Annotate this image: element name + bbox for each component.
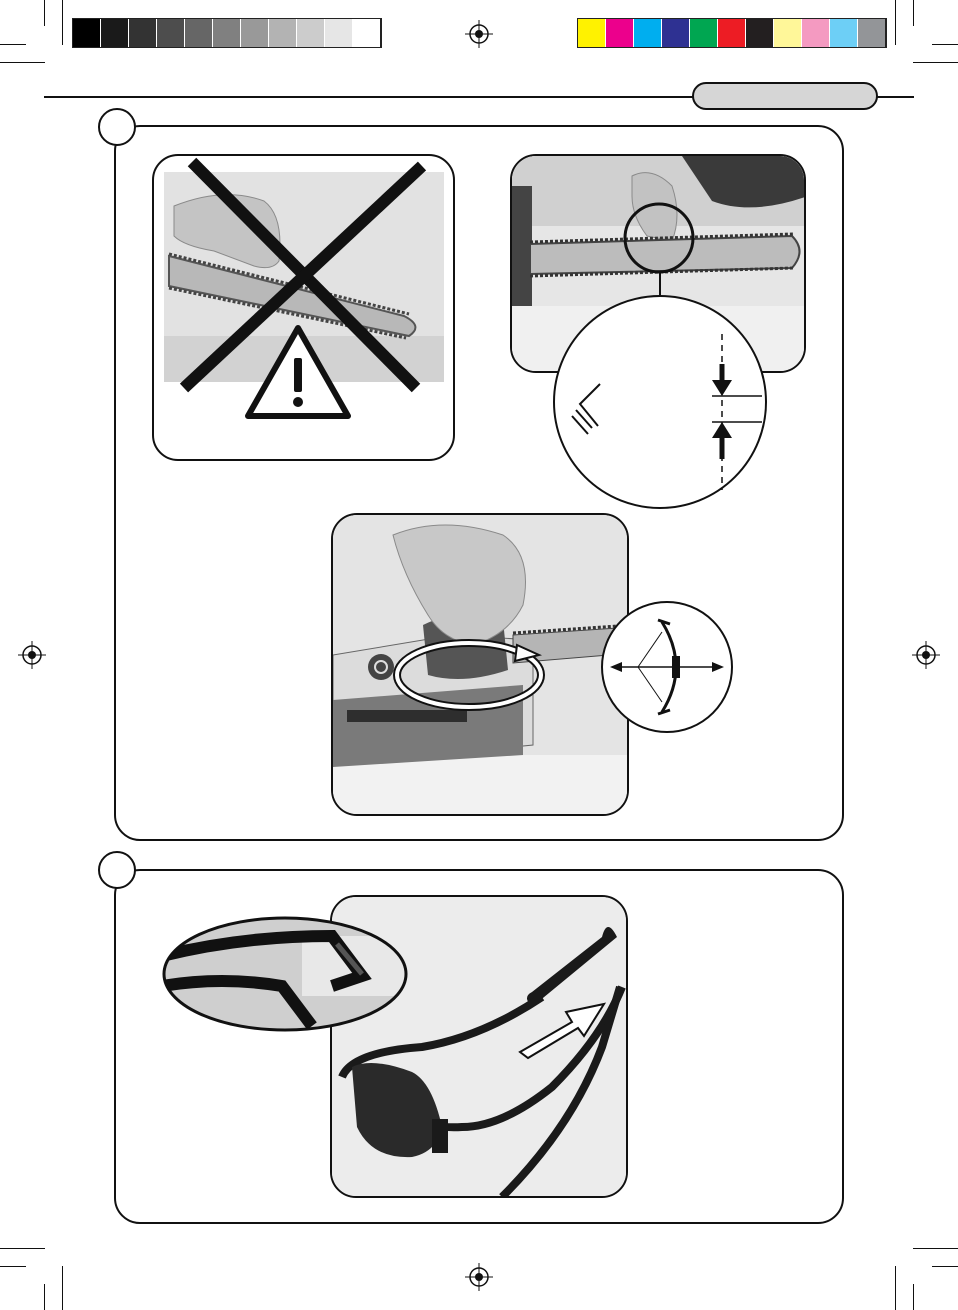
tension-knob-photo [331,513,629,816]
process-color-bar [577,18,887,48]
gray-swatch-4 [157,19,185,47]
color-swatch-11 [858,19,886,47]
color-swatch-10 [830,19,858,47]
color-swatch-7 [746,19,774,47]
color-swatch-4 [662,19,690,47]
gray-swatch-6 [213,19,241,47]
grayscale-color-bar [72,18,382,48]
gray-swatch-1 [73,19,101,47]
crosshair-registration-icon [912,641,940,669]
gray-swatch-8 [269,19,297,47]
cable-loop-detail [162,916,408,1032]
gray-swatch-5 [185,19,213,47]
tension-gap-detail [552,294,768,510]
step-number-b [98,851,136,889]
magnifier-circle-icon [622,201,696,275]
color-swatch-1 [578,19,606,47]
warning-triangle-icon [242,322,354,422]
arrow-up-right-icon [512,992,612,1062]
gray-swatch-3 [129,19,157,47]
incorrect-chain-tension-photo [152,154,455,461]
color-swatch-3 [634,19,662,47]
color-swatch-5 [690,19,718,47]
header-tab [692,82,878,110]
rotate-arrow-icon [389,635,549,715]
color-swatch-9 [802,19,830,47]
gray-swatch-7 [241,19,269,47]
gray-swatch-10 [325,19,353,47]
gray-swatch-9 [297,19,325,47]
crosshair-registration-icon [465,1263,493,1291]
gray-swatch-2 [101,19,129,47]
rotation-direction-detail [600,600,734,734]
color-swatch-8 [774,19,802,47]
crosshair-registration-icon [465,20,493,48]
step-number-a [98,108,136,146]
color-swatch-2 [606,19,634,47]
color-swatch-6 [718,19,746,47]
gray-swatch-11 [353,19,381,47]
crosshair-registration-icon [18,641,46,669]
